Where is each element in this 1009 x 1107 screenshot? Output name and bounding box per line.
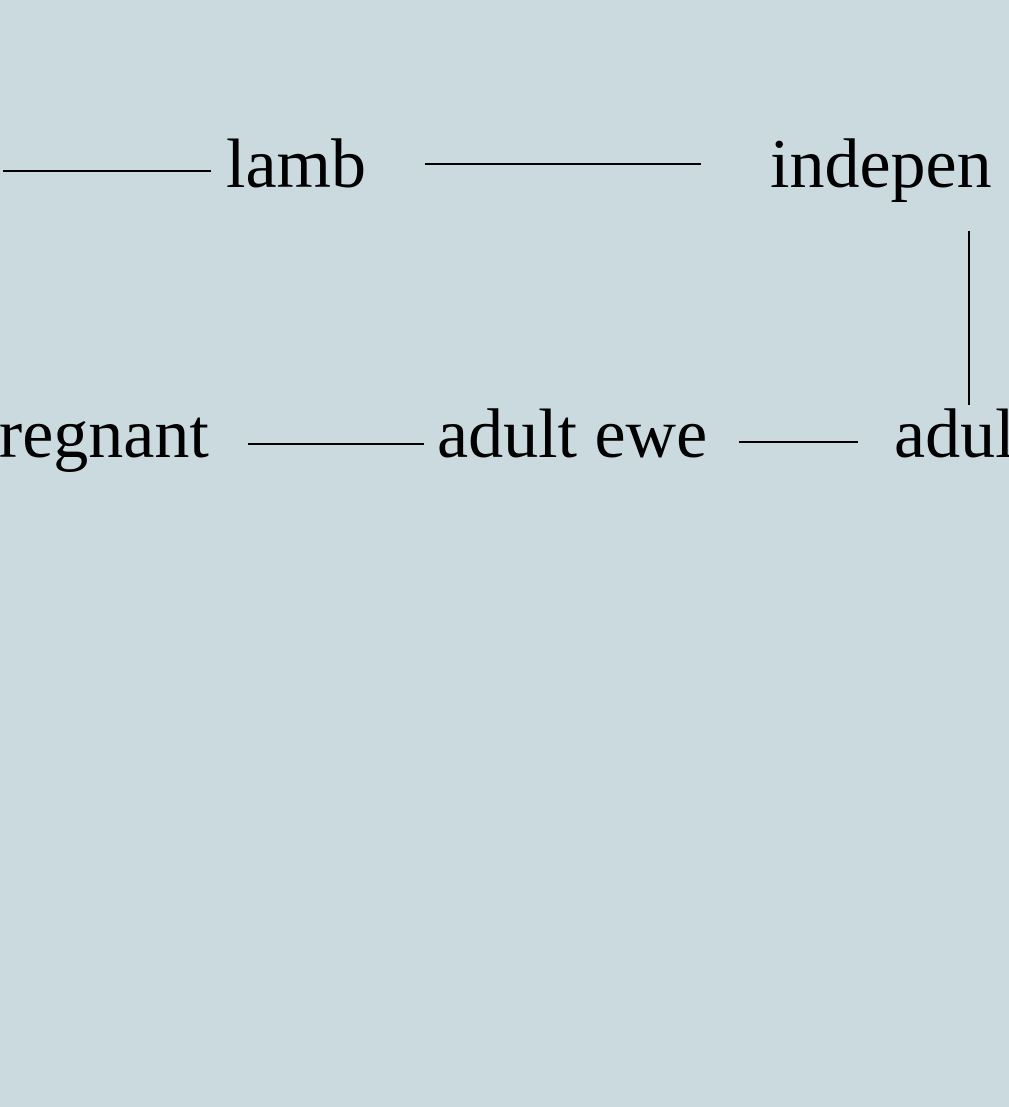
node-independent: indepen	[770, 126, 992, 203]
connector-lamb-to-independent	[425, 163, 701, 165]
node-pregnant: Pregnant	[0, 396, 209, 473]
node-adult: adul	[894, 396, 1009, 473]
connector-pregnant-to-adult-ewe	[248, 443, 424, 445]
connector-adult-ewe-to-adult	[739, 441, 858, 443]
node-lamb: lamb	[226, 126, 366, 203]
connector-independent-to-adult	[968, 231, 970, 405]
connector-left-to-lamb	[3, 170, 211, 172]
node-adult-ewe: adult ewe	[437, 396, 708, 473]
